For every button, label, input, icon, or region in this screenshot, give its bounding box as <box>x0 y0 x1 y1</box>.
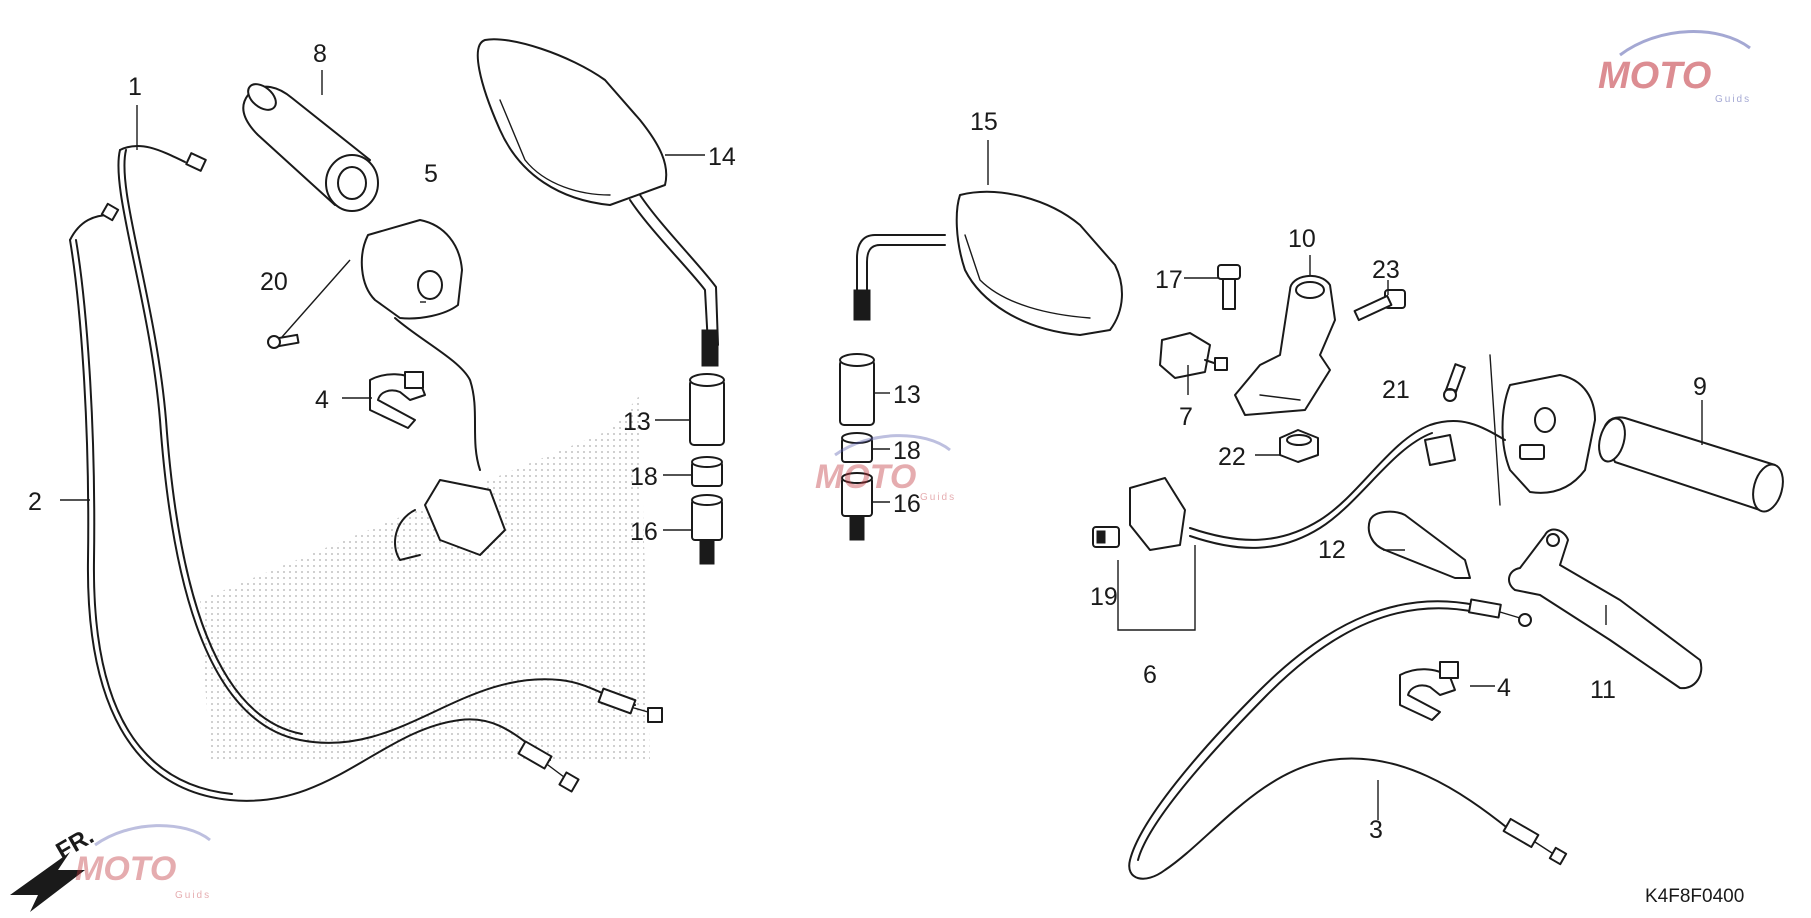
callout-11: 11 <box>1590 676 1616 704</box>
front-arrow-icon <box>10 852 85 912</box>
callout-22: 22 <box>1218 443 1246 471</box>
callout-14: 14 <box>708 143 736 171</box>
callout-23: 23 <box>1372 256 1400 284</box>
callout-15: 15 <box>970 108 998 136</box>
callout-16-right: 16 <box>893 490 921 518</box>
watermark-center: MOTO Guids <box>815 434 956 503</box>
dotted-background <box>200 395 650 760</box>
callout-13-left: 13 <box>623 408 651 436</box>
leader-lines <box>60 70 1703 820</box>
watermark-top-right: MOTO Guids <box>1598 30 1751 105</box>
watermark-sub: Guids <box>920 492 956 503</box>
callout-6: 6 <box>1143 661 1157 689</box>
bolt-16-left <box>691 494 723 565</box>
callout-19: 19 <box>1090 583 1118 611</box>
connector-19 <box>1092 526 1120 548</box>
callout-4-left: 4 <box>315 386 329 414</box>
grip-9 <box>1598 416 1784 513</box>
callout-10: 10 <box>1288 225 1316 253</box>
callout-20: 20 <box>260 268 288 296</box>
wire-harness-6 <box>1129 419 1506 551</box>
throttle-grip-8 <box>242 83 379 212</box>
clutch-cable-3 <box>1128 598 1568 880</box>
mirror-15 <box>853 190 1123 336</box>
watermark-brand: MOTO <box>75 850 176 888</box>
watermark-sub: Guids <box>175 890 211 901</box>
nut-18-left <box>691 456 723 487</box>
callout-16-left: 16 <box>630 518 658 546</box>
callout-5: 5 <box>424 160 438 188</box>
clutch-switch-7 <box>1159 332 1228 379</box>
bolt-16-right <box>841 472 873 541</box>
cable-clamp-4-right <box>1399 661 1459 721</box>
callout-2: 2 <box>28 488 42 516</box>
callout-9: 9 <box>1693 373 1707 401</box>
bolt-17 <box>1217 264 1241 310</box>
callout-1: 1 <box>128 73 142 101</box>
screw-20 <box>267 333 300 349</box>
callout-13-right: 13 <box>893 381 921 409</box>
nut-18-right <box>841 432 873 463</box>
left-switch-housing <box>1489 354 1596 506</box>
throttle-cable-2 <box>69 202 580 802</box>
watermark-brand: MOTO <box>1598 55 1711 97</box>
watermark-bottom-left: MOTO Guids <box>75 824 211 901</box>
callout-17: 17 <box>1155 266 1183 294</box>
callout-8: 8 <box>313 40 327 68</box>
watermark-swoosh-icon <box>1619 30 1751 57</box>
callout-4-right: 4 <box>1497 674 1511 702</box>
watermark-swoosh-icon <box>94 824 211 847</box>
watermark-sub: Guids <box>1715 94 1751 105</box>
diagram-code: K4F8F0400 <box>1645 886 1744 907</box>
callout-7: 7 <box>1179 403 1193 431</box>
right-switch-housing-5 <box>360 219 506 561</box>
adapter-13-right <box>839 353 875 426</box>
screw-21 <box>1443 363 1466 402</box>
watermark-swoosh-icon <box>834 434 951 457</box>
mirror-14 <box>476 38 719 367</box>
adapter-13-left <box>689 373 725 446</box>
lever-bracket-10 <box>1234 275 1336 416</box>
callout-21: 21 <box>1382 376 1410 404</box>
callout-18-right: 18 <box>893 437 921 465</box>
watermark-brand: MOTO <box>815 458 916 496</box>
callout-18-left: 18 <box>630 463 658 491</box>
nut-22 <box>1279 429 1319 463</box>
lever-guard-12 <box>1367 510 1471 579</box>
bolt-23 <box>1353 289 1406 322</box>
cable-clamp-4-left <box>369 371 426 429</box>
callout-12: 12 <box>1318 536 1346 564</box>
throttle-cable-1 <box>117 145 663 744</box>
clutch-lever-11 <box>1508 528 1703 690</box>
callout-3: 3 <box>1369 816 1383 844</box>
